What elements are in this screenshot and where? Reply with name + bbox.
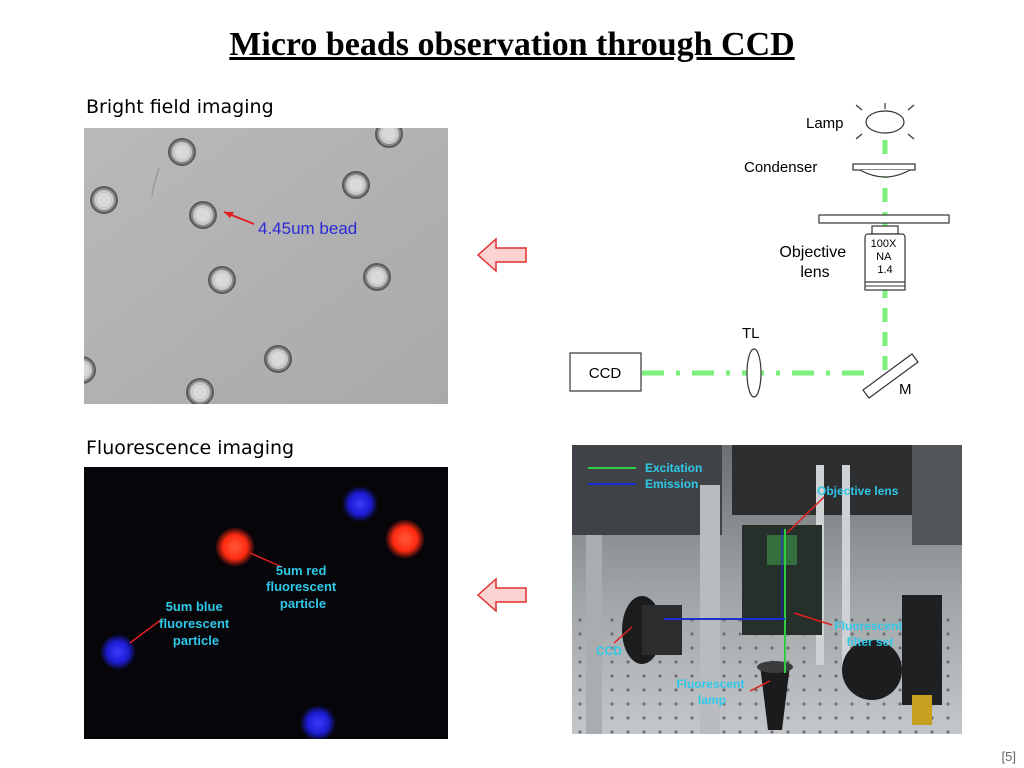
- tube-lens-label: TL: [742, 325, 760, 342]
- mirror-label: M: [899, 381, 912, 398]
- objective-spec-mag: 100X: [871, 238, 897, 250]
- filter-set-label-line2: filter set: [847, 635, 894, 649]
- blue-label-line2: fluorescent: [159, 616, 230, 631]
- blue-particle: [342, 486, 378, 522]
- lamp-photo-label-line2: lamp: [698, 693, 726, 707]
- condenser-label: Condenser: [744, 159, 817, 176]
- bright-field-image: 4.45um bead: [84, 128, 448, 404]
- red-particle: [215, 527, 255, 567]
- page-number: [5]: [1001, 749, 1016, 764]
- ccd-label: CCD: [589, 365, 622, 382]
- bead: [168, 138, 196, 166]
- bead: [375, 128, 403, 148]
- objective-lens-photo-label: Objective lens: [817, 484, 899, 498]
- svg-text:Fluorescent filter set: Fluorescent filter set: [834, 619, 905, 649]
- objective-label-line2: lens: [800, 264, 829, 281]
- ccd-box: [569, 352, 642, 392]
- lamp-label: Lamp: [806, 115, 844, 132]
- bead: [264, 345, 292, 373]
- sample-stage: [818, 214, 950, 224]
- left-arrow-icon: [476, 577, 527, 613]
- svg-text:5um red fluorescent: 5um red fluorescent particle: [266, 563, 340, 611]
- svg-text:100X NA 1.4: 100X NA 1.4: [871, 238, 900, 276]
- red-label-line2: fluorescent: [266, 579, 337, 594]
- mirror-icon: [862, 353, 919, 399]
- blue-label-line1: 5um blue: [166, 599, 223, 614]
- slide-title: Micro beads observation through CCD: [229, 26, 795, 63]
- bright-field-heading: Bright field imaging: [86, 96, 274, 118]
- tube-lens-icon: [746, 348, 762, 398]
- blue-label-line3: particle: [173, 633, 219, 648]
- ccd-photo-label: CCD: [596, 644, 622, 658]
- bead: [342, 171, 370, 199]
- red-particle: [385, 519, 425, 559]
- left-arrow-icon: [476, 237, 527, 273]
- objective-spec-na: NA: [876, 251, 892, 263]
- blue-particle: [300, 705, 336, 739]
- objective-label-line1: Objective: [779, 244, 846, 261]
- bead: [84, 356, 96, 384]
- lamp-photo-label-line1: Fluorescent: [676, 677, 744, 691]
- red-label-line1: 5um red: [276, 563, 327, 578]
- bead: [90, 186, 118, 214]
- filter-set-label-line1: Fluorescent: [834, 619, 902, 633]
- fluorescence-heading: Fluorescence imaging: [86, 437, 295, 459]
- bead: [363, 263, 391, 291]
- optics-schematic: Lamp Condenser 100X NA 1.4 Objective len…: [569, 103, 950, 399]
- svg-text:5um blue fluorescent: 5um blue fluorescent particle: [159, 599, 233, 648]
- blue-particle: [100, 634, 136, 670]
- legend-excitation: Excitation: [645, 461, 702, 475]
- lamp-icon: [855, 103, 915, 140]
- bead-size-label: 4.45um bead: [258, 219, 357, 238]
- condenser-icon: [852, 163, 916, 178]
- setup-photo: Excitation Emission Objective lens Fluor…: [572, 445, 962, 734]
- svg-text:Objective lens: Objective lens: [779, 244, 850, 281]
- objective-spec-value: 1.4: [877, 264, 892, 276]
- red-label-line3: particle: [280, 596, 326, 611]
- bead-group: [84, 128, 403, 404]
- fluorescence-image: 5um red fluorescent particle 5um blue fl…: [84, 467, 448, 739]
- legend-emission: Emission: [645, 477, 698, 491]
- svg-text:Fluorescent lamp: Fluorescent lamp: [676, 677, 747, 707]
- bead: [189, 201, 217, 229]
- bead: [208, 266, 236, 294]
- bead: [186, 378, 214, 404]
- objective-icon: [864, 225, 906, 291]
